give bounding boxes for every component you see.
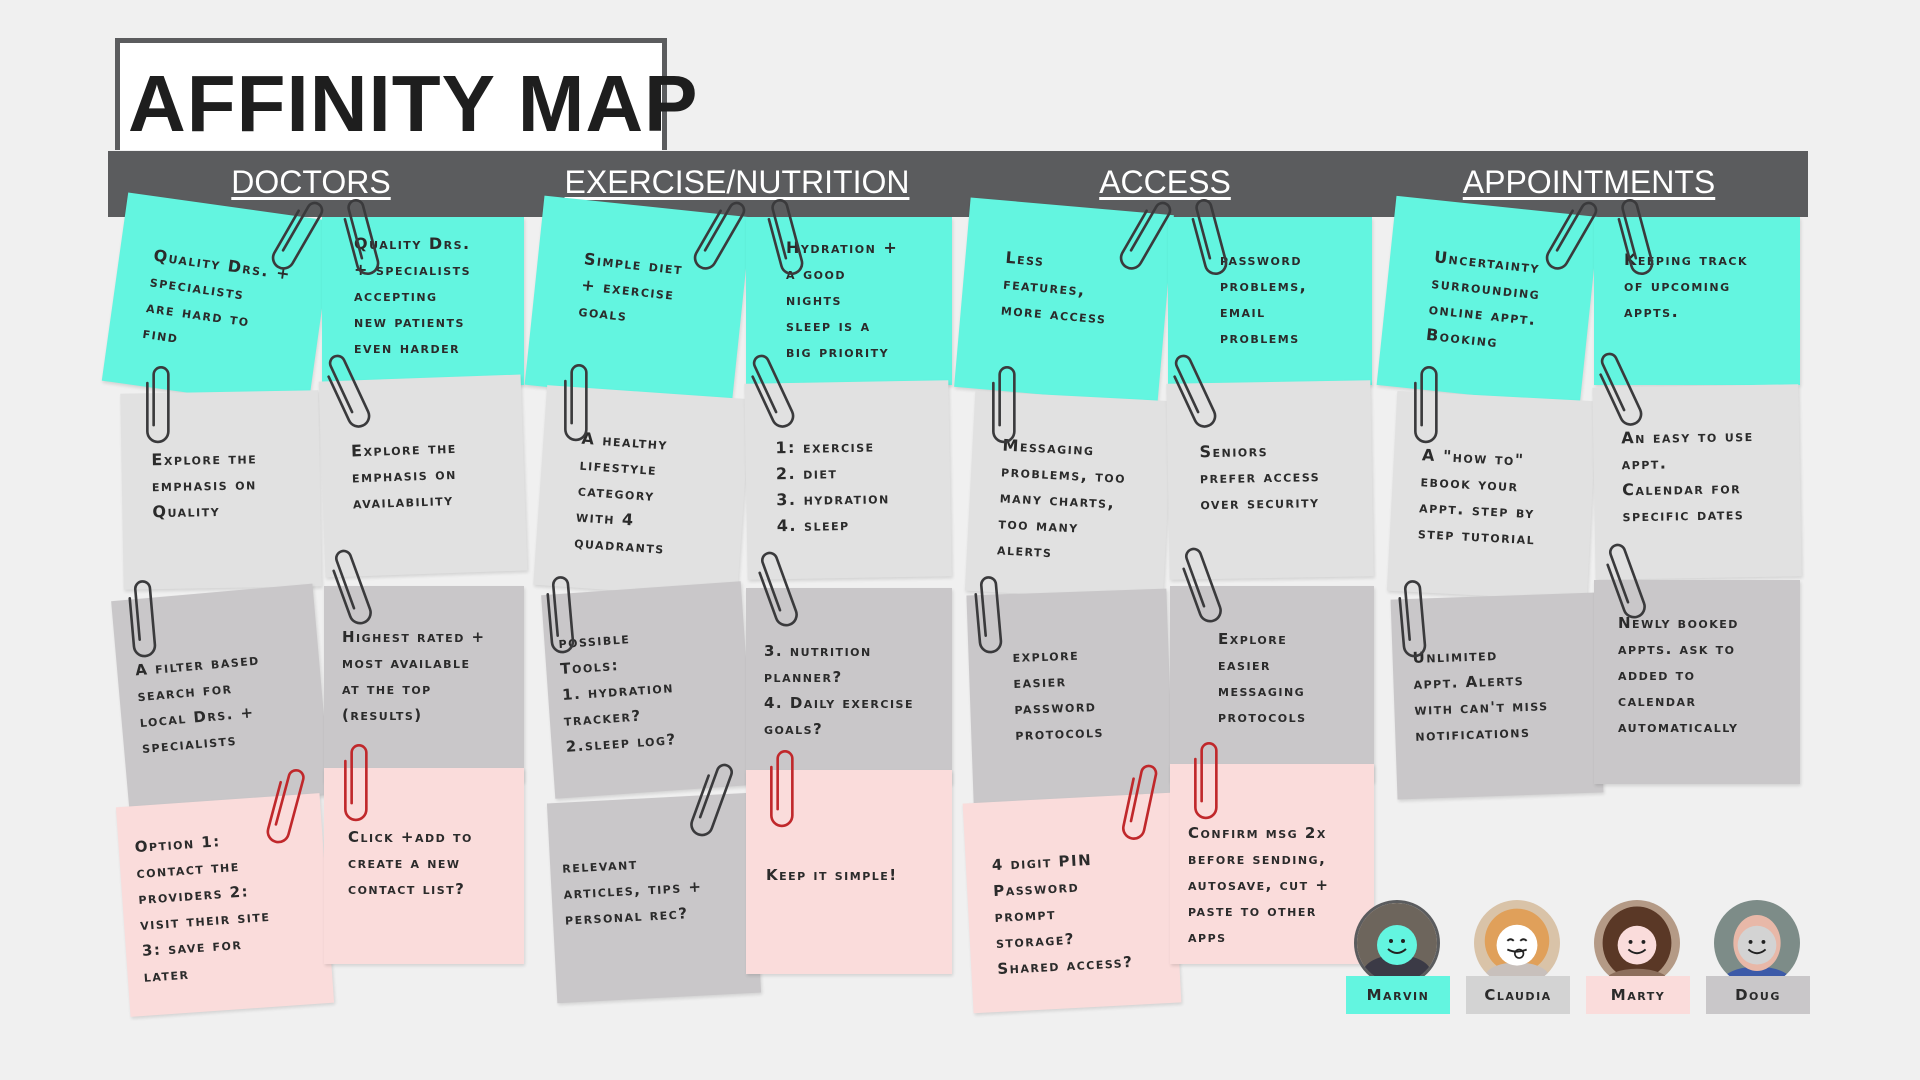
paper-clip-icon bbox=[336, 738, 382, 822]
note-text: Explore easier messaging protocols bbox=[1218, 626, 1374, 730]
note-text: A healthy lifestyle category with 4 quad… bbox=[573, 426, 748, 567]
note-text: A "how to" ebook your appt. step by step… bbox=[1417, 442, 1594, 555]
note-text: Explore the emphasis on availability bbox=[351, 432, 526, 516]
paper-clip-icon bbox=[1388, 572, 1441, 660]
paper-clip-icon bbox=[984, 360, 1030, 444]
paper-clip-icon bbox=[536, 568, 589, 656]
name-tag-claudia: Claudia bbox=[1466, 976, 1570, 1014]
note-text: 1: exercise 2. diet 3. hydration 4. slee… bbox=[775, 432, 951, 539]
note-text: A filter based search for local Drs. + s… bbox=[134, 641, 326, 761]
note-text: Explore the emphasis on Quality bbox=[151, 444, 320, 525]
note-text: An easy to use appt. Calendar for specif… bbox=[1621, 422, 1801, 529]
note-text: Seniors prefer access over security bbox=[1199, 436, 1372, 517]
avatar-marty[interactable] bbox=[1594, 900, 1680, 986]
note-text: Highest rated + most available at the to… bbox=[342, 624, 524, 728]
note-text: Click +add to create a new contact list? bbox=[348, 824, 524, 902]
paper-clip-icon bbox=[118, 572, 171, 660]
avatar-marvin[interactable] bbox=[1354, 900, 1440, 986]
paper-clip-icon bbox=[1186, 736, 1232, 820]
name-tag-doug: Doug bbox=[1706, 976, 1810, 1014]
note-text: relevant articles, tips + personal rec? bbox=[562, 845, 758, 933]
note-text: Messaging problems, too many charts, too… bbox=[996, 432, 1171, 571]
note-text: 4 digit PIN Password prompt storage? Sha… bbox=[991, 843, 1180, 982]
note-text: Confirm msg 2x before sending, autosave,… bbox=[1188, 820, 1374, 950]
paper-clip-icon bbox=[138, 360, 184, 444]
avatar-doug[interactable] bbox=[1714, 900, 1800, 986]
paper-clip-icon bbox=[1406, 360, 1452, 444]
paper-clip-icon bbox=[964, 568, 1017, 656]
name-tag-marvin: Marvin bbox=[1346, 976, 1450, 1014]
avatar-claudia[interactable] bbox=[1474, 900, 1560, 986]
paper-clip-icon bbox=[762, 744, 808, 828]
note-text: Option 1: contact the providers 2: visit… bbox=[134, 821, 332, 990]
name-tag-marty: Marty bbox=[1586, 976, 1690, 1014]
page-title: AFFINITY MAP bbox=[128, 64, 699, 144]
paper-clip-icon bbox=[556, 358, 602, 442]
note-text: Newly booked appts. ask to added to cale… bbox=[1618, 610, 1800, 740]
note-text: explore easier password protocols bbox=[1012, 639, 1172, 748]
note-text: Keep it simple! bbox=[766, 862, 952, 888]
note-text: 3. nutrition planner? 4. Daily exercise … bbox=[764, 638, 952, 742]
note-text: password problems, email problems bbox=[1220, 247, 1372, 351]
